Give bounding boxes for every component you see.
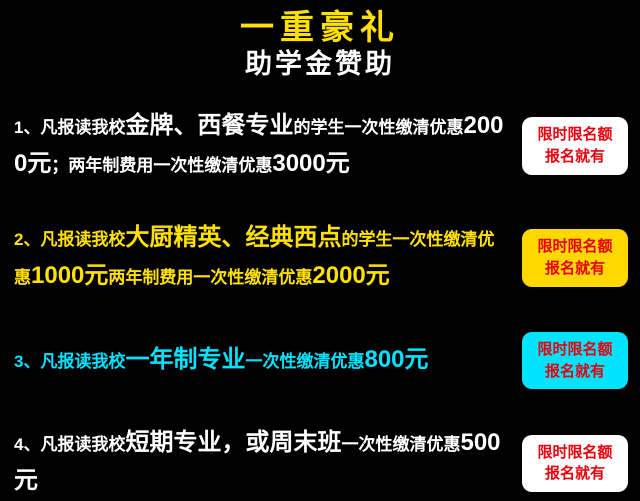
offer-text-segment: 两年制费用一次性缴清优惠 — [108, 267, 313, 287]
offer-text-emphasis: 一年制专业 — [125, 345, 246, 373]
offer-price: 2000元 — [14, 111, 504, 177]
limited-offer-badge[interactable]: 限时限名额 报名就有 — [522, 331, 628, 390]
offer-text: 3、凡报读我校一年制专业一次性缴清优惠800元 — [14, 342, 522, 380]
offer-text-segment: ；两年制费用一次性缴清优惠 — [51, 155, 273, 175]
limited-offer-badge[interactable]: 限时限名额 报名就有 — [522, 434, 628, 493]
offer-text-segment: 4、凡报读我校 — [14, 435, 126, 455]
offer-text: 4、凡报读我校短期专业，或周末班一次性缴清优惠500元 — [14, 425, 522, 501]
badge-line2: 报名就有 — [544, 465, 605, 483]
offer-row: 4、凡报读我校短期专业，或周末班一次性缴清优惠500元 限时限名额 报名就有 — [0, 425, 640, 501]
offer-text: 2、凡报读我校大厨精英、经典西点的学生一次性缴清优惠1000元两年制费用一次性缴… — [14, 220, 522, 296]
offer-text-emphasis: 大厨精英、经典西点 — [125, 223, 342, 251]
badge-line2: 报名就有 — [544, 259, 605, 277]
limited-offer-badge[interactable]: 限时限名额 报名就有 — [522, 229, 628, 287]
offer-text-segment: 1、凡报读我校 — [14, 117, 126, 137]
offer-text-emphasis: 金牌、西餐专业 — [125, 111, 294, 139]
offer-text-segment: 2、凡报读我校 — [14, 229, 126, 249]
offer-price: 500元 — [14, 429, 501, 495]
offer-text-segment: 的学生一次性缴清优惠 — [14, 229, 495, 287]
badge-line1: 限时限名额 — [537, 238, 613, 256]
offer-text-emphasis: 短期专业，或周末班 — [125, 429, 342, 457]
badge-line2: 报名就有 — [544, 362, 605, 380]
poster-subtitle: 助学金赞助 — [245, 48, 395, 79]
badge-line2: 报名就有 — [544, 147, 605, 165]
offer-price: 1000元 — [31, 261, 109, 289]
offer-price: 3000元 — [272, 149, 350, 177]
offer-text: 1、凡报读我校金牌、西餐专业的学生一次性缴清优惠2000元；两年制费用一次性缴清… — [14, 108, 522, 184]
badge-line1: 限时限名额 — [537, 340, 613, 358]
offer-list: 1、凡报读我校金牌、西餐专业的学生一次性缴清优惠2000元；两年制费用一次性缴清… — [0, 108, 640, 501]
offer-text-segment: 的学生一次性缴清优惠 — [293, 117, 464, 137]
offer-price: 2000元 — [312, 261, 390, 289]
offer-text-segment: 3、凡报读我校 — [14, 351, 126, 371]
offer-row: 2、凡报读我校大厨精英、经典西点的学生一次性缴清优惠1000元两年制费用一次性缴… — [0, 220, 640, 296]
offer-text-segment: 一次性缴清优惠 — [341, 435, 461, 455]
poster-title: 一重豪礼 — [240, 9, 400, 47]
offer-price: 800元 — [364, 345, 429, 373]
badge-line1: 限时限名额 — [537, 443, 613, 461]
offer-row: 3、凡报读我校一年制专业一次性缴清优惠800元 限时限名额 报名就有 — [0, 331, 640, 390]
poster-header: 一重豪礼 助学金赞助 — [0, 8, 640, 80]
limited-offer-badge[interactable]: 限时限名额 报名就有 — [522, 117, 628, 175]
offer-row: 1、凡报读我校金牌、西餐专业的学生一次性缴清优惠2000元；两年制费用一次性缴清… — [0, 108, 640, 184]
offer-text-segment: 一次性缴清优惠 — [245, 351, 365, 371]
badge-line1: 限时限名额 — [537, 126, 613, 144]
